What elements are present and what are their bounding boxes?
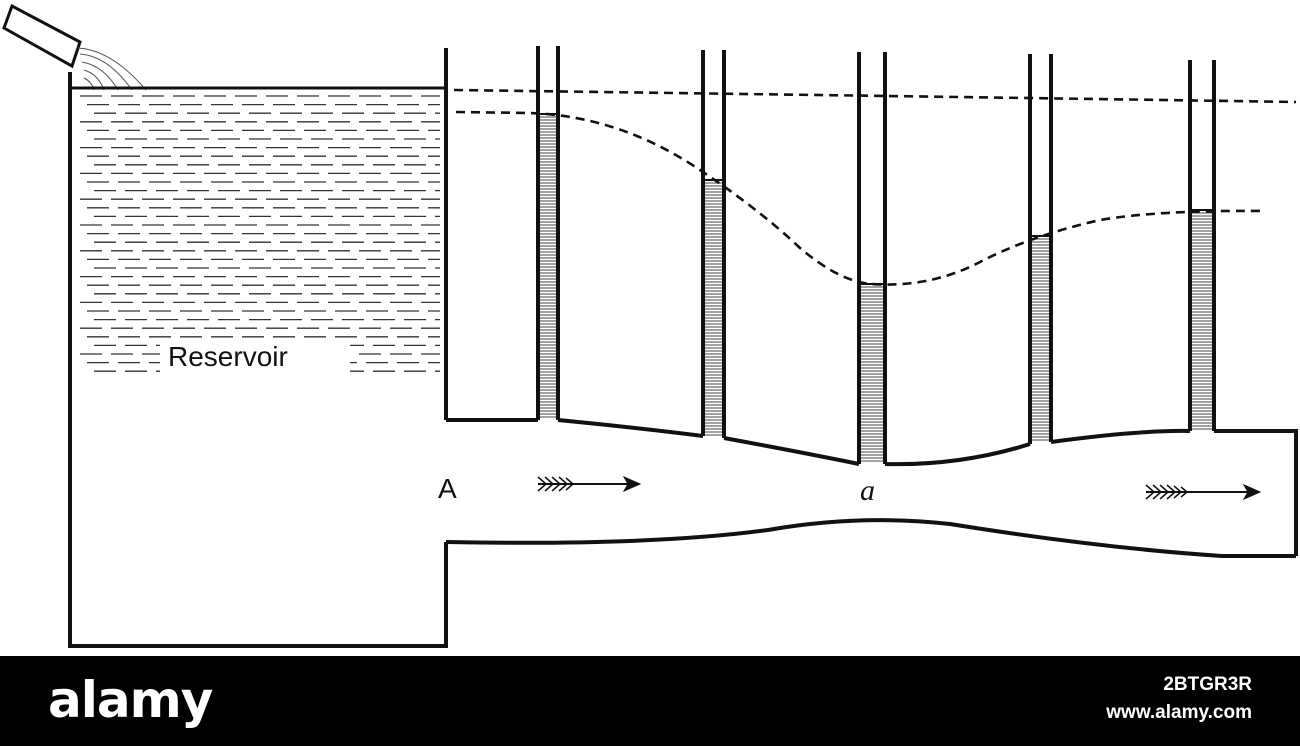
hydraulic-gradient-line bbox=[455, 110, 1263, 286]
piezometer-tube-4 bbox=[1028, 54, 1053, 444]
throat-label: a bbox=[860, 474, 875, 507]
piezometer-tube-2 bbox=[701, 50, 726, 438]
reservoir-tank bbox=[68, 48, 448, 648]
inflow-spout bbox=[2, 3, 82, 69]
static-head-line bbox=[453, 88, 1297, 104]
reservoir-water bbox=[80, 95, 440, 372]
pipe-bottom-wall bbox=[445, 518, 1296, 558]
venturi-diagram: Reservoir A a bbox=[2, 3, 1298, 648]
inlet-label: A bbox=[438, 473, 457, 504]
piezometer-tube-3 bbox=[857, 52, 887, 464]
piezometer-tube-1 bbox=[536, 46, 560, 420]
flow-arrow-inlet bbox=[537, 475, 642, 493]
water-stream bbox=[77, 47, 147, 91]
piezometer-tube-5 bbox=[1188, 60, 1216, 431]
site-url: www.alamy.com bbox=[1106, 702, 1252, 723]
watermark-footer: alamy 2BTGR3R www.alamy.com bbox=[0, 656, 1300, 746]
pipe-top-wall bbox=[446, 418, 1298, 556]
brand-logo: alamy bbox=[48, 671, 213, 729]
image-id: 2BTGR3R bbox=[1163, 674, 1252, 695]
flow-arrow-outlet bbox=[1145, 483, 1262, 501]
reservoir-label: Reservoir bbox=[168, 341, 288, 372]
